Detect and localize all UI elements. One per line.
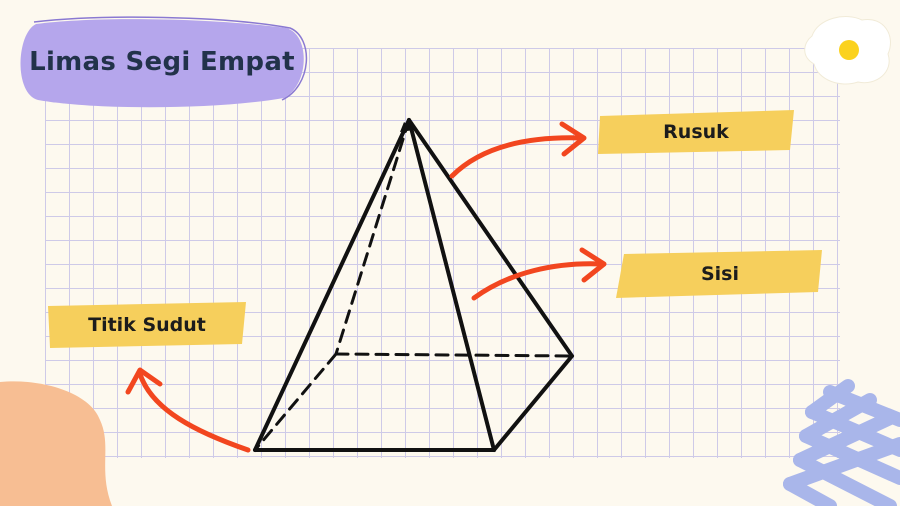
title-blob-shape	[20, 16, 308, 108]
label-titik-sudut: Titik Sudut	[88, 314, 206, 336]
page-title: Limas Segi Empat	[29, 47, 295, 77]
label-rusuk: Rusuk	[663, 121, 729, 143]
title-badge: Limas Segi Empat	[14, 14, 310, 110]
label-sisi: Sisi	[700, 263, 740, 285]
